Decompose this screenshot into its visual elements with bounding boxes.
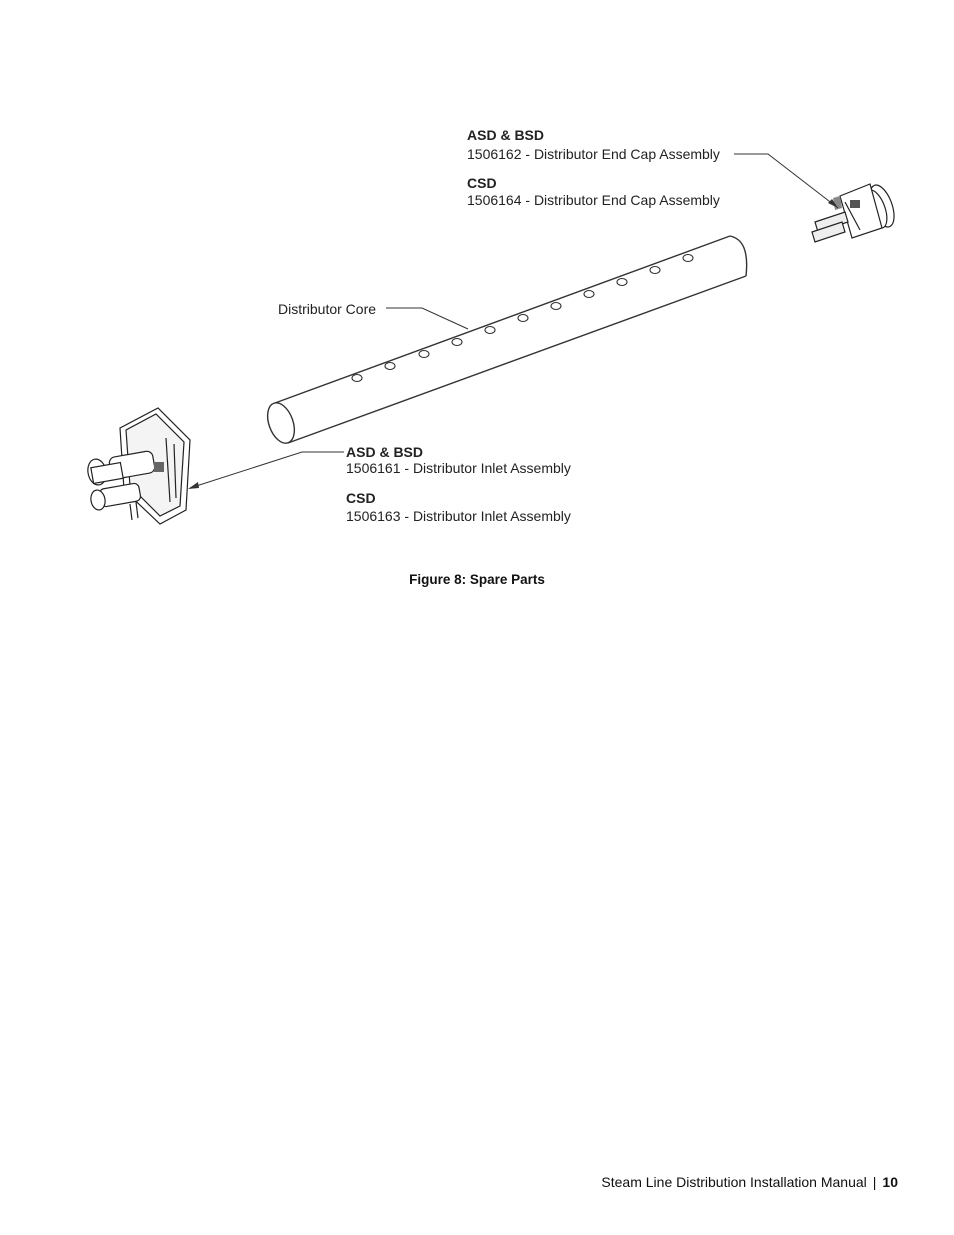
inlet-heading-csd: CSD	[346, 490, 376, 506]
end-cap-assembly-drawing	[811, 183, 895, 243]
distributor-core-label: Distributor Core	[278, 301, 377, 317]
inlet-part-1506161: 1506161 - Distributor Inlet Assembly	[346, 460, 571, 476]
core-leader-line	[386, 307, 469, 330]
inlet-arrowhead	[188, 482, 199, 489]
end-cap-part-1506162: 1506162 - Distributor End Cap Assembly	[467, 146, 720, 162]
spare-parts-figure: ASD & BSD 1506162 - Distributor End Cap …	[70, 110, 930, 550]
end-cap-heading-asd-bsd: ASD & BSD	[467, 127, 545, 143]
manual-title: Steam Line Distribution Installation Man…	[601, 1174, 867, 1190]
distributor-core-tube	[266, 235, 748, 444]
page-number: 10	[882, 1174, 898, 1190]
footer-separator: |	[872, 1174, 877, 1190]
tube-holes	[351, 253, 694, 383]
inlet-assembly-drawing	[87, 407, 191, 525]
end-cap-leader-line	[734, 153, 839, 209]
inlet-heading-asd-bsd: ASD & BSD	[346, 444, 424, 460]
inlet-leader-line	[189, 451, 344, 489]
end-cap-part-1506164: 1506164 - Distributor End Cap Assembly	[467, 192, 720, 208]
figure-caption: Figure 8: Spare Parts	[409, 572, 545, 587]
end-cap-arrowhead	[828, 199, 838, 208]
exploded-parts-drawing	[87, 153, 895, 525]
page-footer: Steam Line Distribution Installation Man…	[601, 1174, 898, 1190]
inlet-part-1506163: 1506163 - Distributor Inlet Assembly	[346, 508, 571, 524]
end-cap-heading-csd: CSD	[467, 175, 497, 191]
